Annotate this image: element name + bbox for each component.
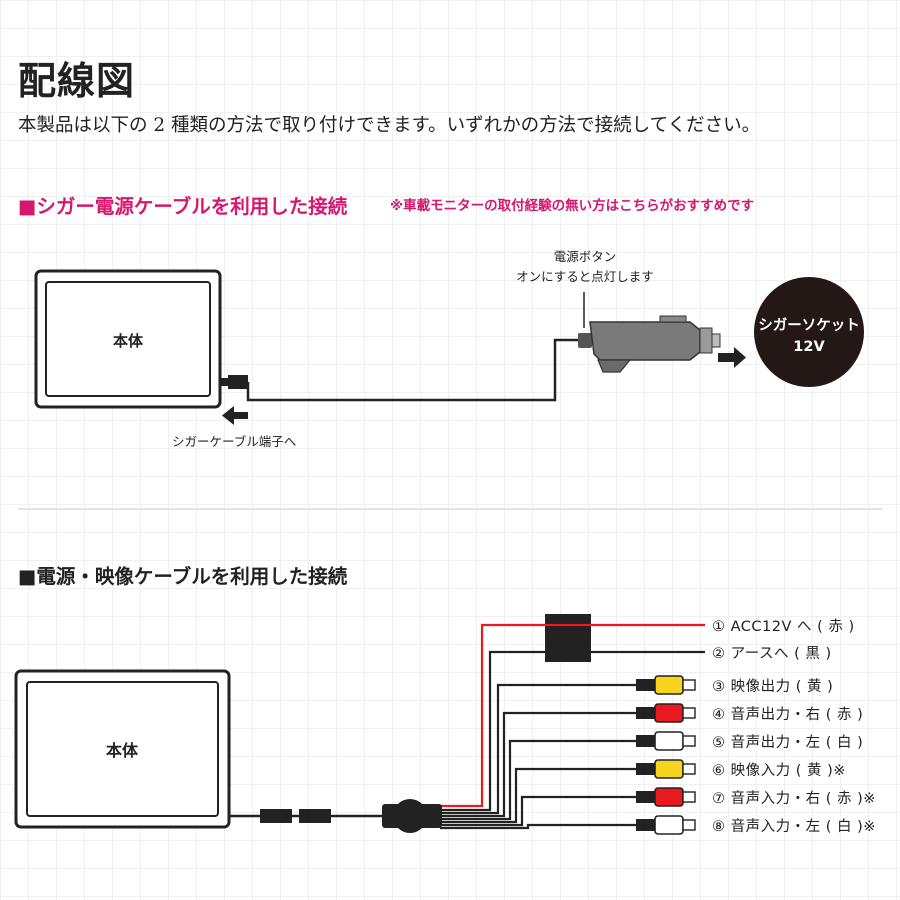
cigar-plug (578, 315, 721, 373)
output-label-2: ② アースへ ( 黒 ) (712, 646, 832, 662)
power-button-callout: 電源ボタン オンにすると点灯します (500, 247, 670, 287)
output-wire-3 (440, 683, 638, 815)
cable-hub (382, 799, 442, 833)
rca-plug-8 (636, 815, 696, 835)
cable-terminal-label: シガーケーブル端子へ (172, 434, 297, 449)
rca-plug-7 (636, 787, 696, 807)
output-label-1: ① ACC12V へ ( 赤 ) (712, 619, 855, 635)
cigar-cable (246, 338, 590, 402)
section1-note: ※車載モニターの取付経験の無い方はこちらがおすすめです (390, 198, 755, 214)
terminal-arrow-icon (222, 406, 248, 425)
output-wire-5 (440, 739, 638, 821)
section2-heading: ■電源・映像ケーブルを利用した接続 (18, 565, 348, 588)
output-wire-4 (440, 711, 638, 818)
section1-heading: ■シガー電源ケーブルを利用した接続 (18, 195, 348, 218)
monitor-unit: 本体 (34, 269, 222, 409)
page-title: 配線図 (18, 58, 136, 103)
power-button-line1: 電源ボタン (553, 249, 617, 264)
unit-label-2: 本体 (106, 741, 139, 760)
output-label-8: ⑧ 音声入力・左 ( 白 )※ (712, 819, 876, 835)
fuse-box (545, 614, 591, 662)
intro-text: 本製品は以下の 2 種類の方法で取り付けできます。いずれかの方法で接続してくださ… (18, 115, 761, 136)
monitor-unit-2: 本体 (14, 669, 231, 829)
rca-plugs (636, 675, 696, 835)
rca-plug-3 (636, 675, 696, 695)
section-divider (18, 508, 882, 510)
output-wire-7 (440, 795, 638, 827)
rca-plug-4 (636, 703, 696, 723)
socket-arrow-icon (718, 347, 746, 368)
connector-right (299, 809, 331, 823)
rca-plug-6 (636, 759, 696, 779)
output-label-6: ⑥ 映像入力 ( 黄 )※ (712, 763, 846, 779)
power-button-line2: オンにすると点灯します (516, 269, 654, 284)
output-label-5: ⑤ 音声出力・左 ( 白 ) (712, 735, 864, 751)
output-label-4: ④ 音声出力・右 ( 赤 ) (712, 707, 864, 723)
cigar-socket: シガーソケット 12V (754, 277, 864, 387)
socket-label-line2: 12V (793, 339, 825, 355)
connector-left (260, 809, 292, 823)
output-wire-1 (440, 623, 705, 808)
monitor-plug (220, 375, 248, 389)
socket-label-line1: シガーソケット (758, 317, 860, 334)
output-wire-8 (440, 823, 638, 830)
output-wires (440, 623, 705, 830)
output-wire-2 (440, 650, 705, 812)
output-label-7: ⑦ 音声入力・右 ( 赤 )※ (712, 791, 876, 807)
rca-plug-5 (636, 731, 696, 751)
unit-label: 本体 (113, 332, 144, 350)
output-wire-6 (440, 767, 638, 824)
output-label-3: ③ 映像出力 ( 黄 ) (712, 679, 834, 695)
